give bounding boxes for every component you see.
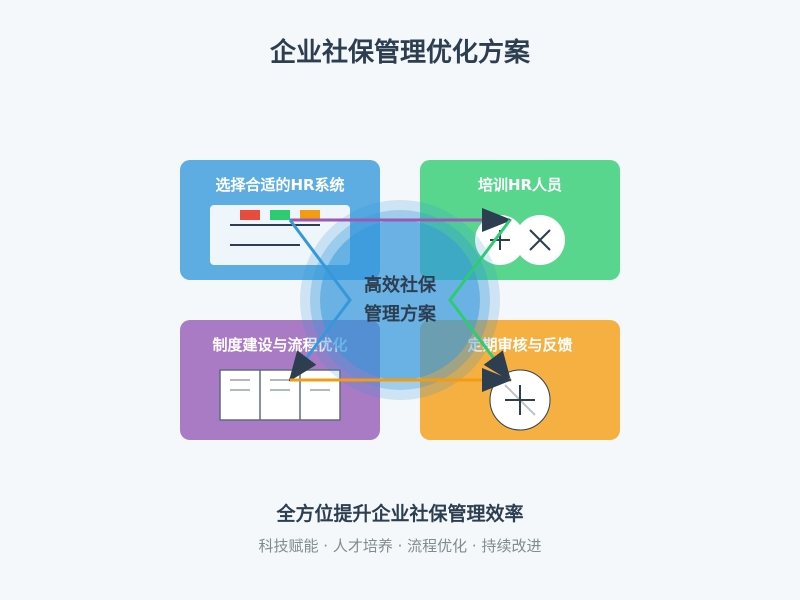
center-label-line1: 高效社保 <box>364 274 437 296</box>
footer-headline: 全方位提升企业社保管理效率 <box>275 502 523 525</box>
page-title: 企业社保管理优化方案 <box>270 37 531 68</box>
box-label: 培训HR人员 <box>478 176 562 194</box>
center-label-line2: 管理方案 <box>364 303 437 325</box>
box-process: 制度建设与流程优化 <box>180 320 380 440</box>
center-hub: 高效社保 管理方案 <box>300 200 500 400</box>
arrow-hr-to-process <box>288 219 352 382</box>
footer-tagline: 科技赋能 · 人才培养 · 流程优化 · 持续改进 <box>259 537 542 555</box>
box-hr-system: 选择合适的HR系统 <box>180 160 380 280</box>
box-label: 选择合适的HR系统 <box>215 176 344 194</box>
process-document-icon <box>219 369 341 421</box>
flow-arrows <box>288 208 512 392</box>
box-label: 定期审核与反馈 <box>467 336 572 354</box>
box-bg <box>420 160 620 280</box>
arrow-training-to-review <box>448 219 512 382</box>
